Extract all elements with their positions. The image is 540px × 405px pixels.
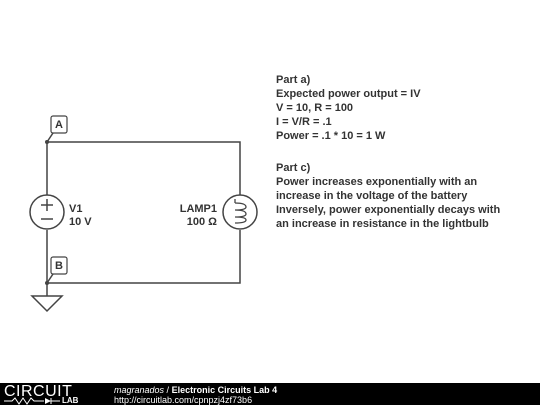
- separator: /: [164, 385, 172, 395]
- node-b-label: B: [55, 260, 63, 272]
- wire-top: [46, 141, 241, 195]
- footer-bar: CIRCUIT LAB magranados / Electronic Circ…: [0, 383, 540, 405]
- resistor-squiggle-icon: [4, 397, 60, 405]
- note-line: Part a): [276, 74, 311, 86]
- note-line: increase in the voltage of the battery: [276, 190, 468, 202]
- note-line: V = 10, R = 100: [276, 102, 354, 114]
- source-name-label: V1: [69, 203, 82, 215]
- source-value-label: 10 V: [69, 216, 92, 228]
- lamp-icon[interactable]: [222, 194, 258, 230]
- node-a-flag[interactable]: [46, 115, 68, 143]
- circuit-title-link[interactable]: Electronic Circuits Lab 4: [171, 385, 278, 395]
- voltage-source-v1[interactable]: [29, 194, 65, 230]
- ground-icon[interactable]: [30, 295, 64, 313]
- note-line: Expected power output = IV: [276, 88, 421, 100]
- notes-part-c: Part c) Power increases exponentially wi…: [276, 161, 500, 231]
- node-a-label: A: [55, 119, 63, 131]
- notes-part-a: Part a) Expected power output = IV V = 1…: [276, 73, 421, 143]
- circuitlab-logo[interactable]: CIRCUIT LAB: [4, 383, 102, 405]
- note-line: Part c): [276, 162, 311, 174]
- footer-title-line: magranados / Electronic Circuits Lab 4: [114, 385, 277, 395]
- note-line: Power = .1 * 10 = 1 W: [276, 130, 386, 142]
- note-line: an increase in resistance in the lightbu…: [276, 218, 489, 230]
- logo-sub: LAB: [62, 396, 79, 405]
- author-link[interactable]: magranados: [114, 385, 165, 395]
- footer-url[interactable]: http://circuitlab.com/cpnpzj4zf73b6: [114, 395, 253, 405]
- lamp-value-label: 100 Ω: [187, 216, 217, 228]
- junction-dot-b: [45, 281, 49, 285]
- note-line: I = V/R = .1: [276, 116, 332, 128]
- logo-wordmark: CIRCUIT: [4, 383, 73, 400]
- junction-dot-a: [45, 140, 49, 144]
- note-line: Inversely, power exponentially decays wi…: [276, 204, 501, 216]
- note-line: Power increases exponentially with an: [276, 176, 478, 188]
- lamp-name-label: LAMP1: [180, 203, 217, 215]
- wire-bottom: [46, 230, 241, 284]
